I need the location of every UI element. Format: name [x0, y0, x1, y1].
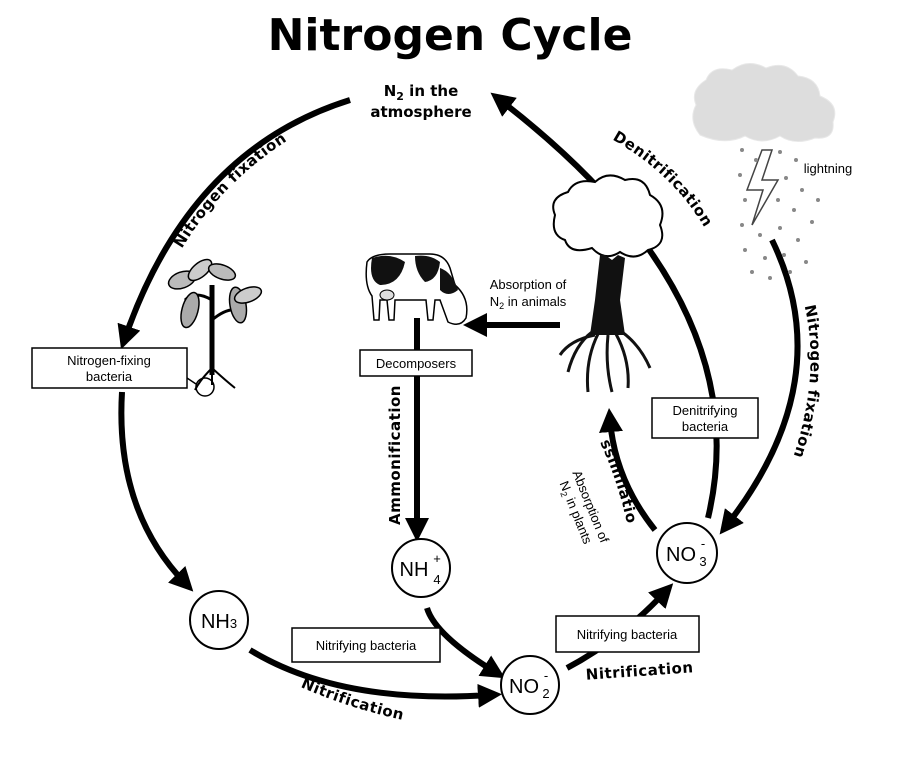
- nh4-node: NH + 4: [391, 538, 451, 598]
- no2-sub: 2: [542, 686, 549, 701]
- atmosphere-n: N: [384, 82, 397, 100]
- no3-sub: 3: [699, 554, 706, 569]
- cloud-icon: [692, 63, 836, 142]
- atmosphere-line2: atmosphere: [370, 103, 471, 121]
- nitrifying-left-label: Nitrifying bacteria: [316, 638, 417, 653]
- svg-text:N2 in the: N2 in the: [384, 82, 459, 103]
- plant-icon: [167, 258, 263, 397]
- cow-icon: [365, 253, 468, 325]
- nitrification-left-label: Nitrification: [299, 674, 406, 724]
- absorption-animals-sub: 2: [499, 301, 504, 311]
- denitrifying-bacteria-box: Denitrifying bacteria: [651, 397, 759, 439]
- rain-icon: [738, 148, 820, 280]
- tree-icon: [552, 174, 664, 393]
- decomposers-box: Decomposers: [359, 349, 473, 377]
- assimilation-label: Assimilation: [0, 0, 641, 525]
- absorption-animals-n: N: [490, 294, 499, 309]
- fixing-bacteria-line2: bacteria: [86, 369, 133, 384]
- nh3-main: NH: [201, 611, 230, 633]
- nh3-sub: 3: [230, 616, 237, 631]
- nitrifying-bacteria-right-box: Nitrifying bacteria: [555, 615, 700, 653]
- nitrogen-fixation-left-label: Nitrogen fixation: [170, 129, 290, 251]
- absorption-animals-line1: Absorption of: [490, 277, 567, 292]
- svg-text:N2 in animals: N2 in animals: [490, 294, 567, 311]
- arrow-lightning-to-no3: [719, 238, 801, 535]
- atmosphere-suffix: in the: [404, 82, 458, 100]
- arrow-nh4-to-no2: [424, 606, 506, 679]
- nitrifying-right-label: Nitrifying bacteria: [577, 627, 678, 642]
- lightning-label: lightning: [804, 161, 852, 176]
- ammonification-label: Ammonification: [386, 385, 404, 525]
- denitrifying-line1: Denitrifying: [672, 403, 737, 418]
- absorption-plants-sub: 2: [558, 490, 569, 498]
- nh4-sup: +: [433, 551, 441, 566]
- arrow-atmosphere-to-fixing-bacteria: [117, 97, 351, 350]
- arrow-fixing-bacteria-to-nh3: [118, 391, 194, 592]
- nitrifying-bacteria-left-box: Nitrifying bacteria: [291, 627, 441, 663]
- no2-sup: -: [544, 668, 548, 683]
- arrow-nh3-to-no2: [248, 647, 502, 708]
- decomposers-label: Decomposers: [376, 356, 457, 371]
- absorption-animals-note: Absorption of N2 in animals: [490, 277, 567, 311]
- nh4-main: NH: [400, 559, 429, 581]
- no3-node: NO - 3: [656, 522, 718, 584]
- no3-sup: -: [701, 536, 705, 551]
- arrow-no3-to-tree: [599, 408, 658, 532]
- no3-main: NO: [666, 544, 696, 566]
- root-nodule-connector: [186, 377, 197, 385]
- denitrifying-line2: bacteria: [682, 419, 729, 434]
- atmosphere-sub: 2: [396, 90, 404, 103]
- absorption-animals-suffix: in animals: [504, 294, 567, 309]
- svg-text:NH3: NH3: [201, 611, 237, 633]
- nitrification-right-label: Nitrification: [585, 658, 694, 683]
- fixing-bacteria-line1: Nitrogen-fixing: [67, 353, 151, 368]
- absorption-plants-note: Absorption of N2 in plants: [557, 468, 613, 546]
- nh4-sub: 4: [433, 572, 440, 587]
- no2-main: NO: [509, 676, 539, 698]
- atmosphere-label: N2 in the atmosphere: [370, 82, 471, 121]
- nh3-node: NH3: [189, 590, 249, 650]
- arrow-no3-to-atmosphere: [490, 92, 720, 519]
- lightning-bolt-icon: [745, 149, 780, 226]
- nitrogen-fixing-bacteria-box: Nitrogen-fixing bacteria: [31, 347, 188, 389]
- page-title: Nitrogen Cycle: [268, 10, 633, 61]
- no2-node: NO - 2: [500, 655, 560, 715]
